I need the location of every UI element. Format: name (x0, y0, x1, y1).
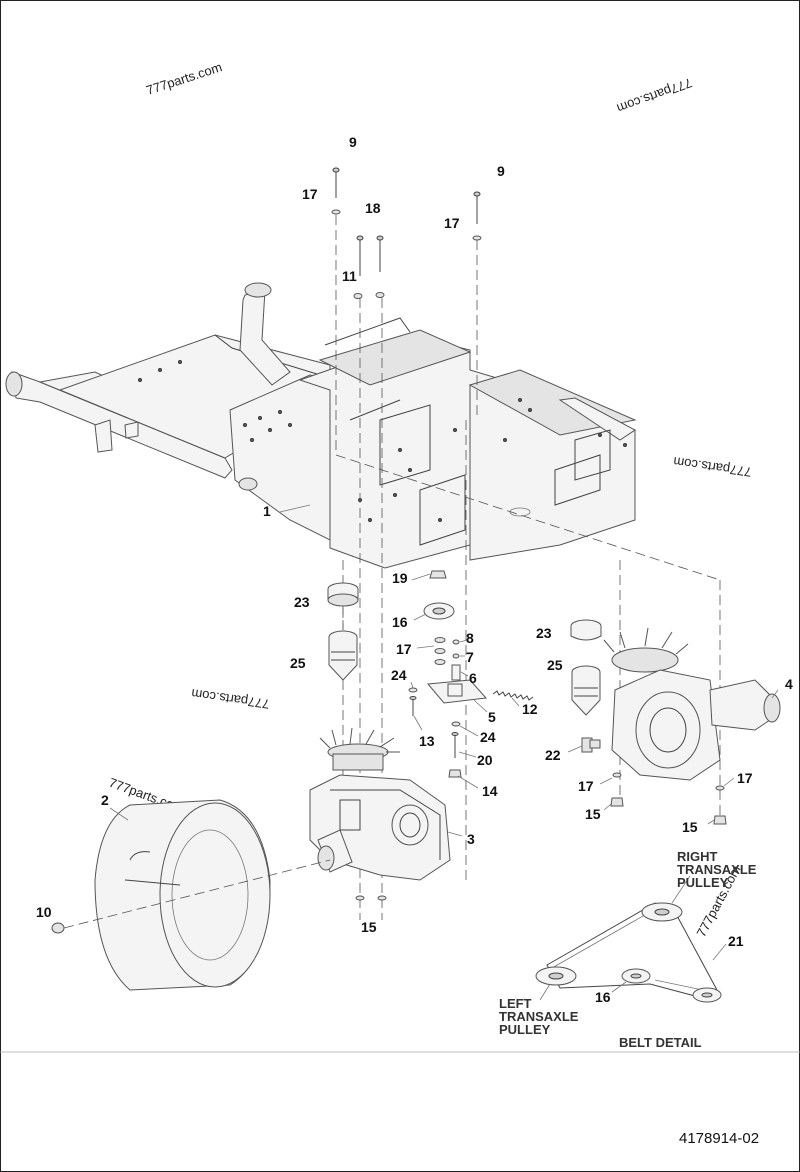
right-pulley-label: PULLEY (677, 875, 729, 890)
callout-23: 23 (536, 625, 552, 641)
callout-21: 21 (728, 933, 744, 949)
callout-17: 17 (396, 641, 412, 657)
right-pulley-label: RIGHT (677, 849, 718, 864)
callout-16: 16 (595, 989, 611, 1005)
callout-18: 18 (365, 200, 381, 216)
watermark: 777parts.com (144, 59, 224, 98)
left-pulley-label: TRANSAXLE (499, 1009, 579, 1024)
callout-24: 24 (391, 667, 407, 683)
left-transaxle (309, 727, 463, 901)
belt-detail-title: BELT DETAIL (619, 1035, 702, 1050)
callout-8: 8 (466, 630, 474, 646)
left-pulley-label: LEFT (499, 996, 532, 1011)
callout-10: 10 (36, 904, 52, 920)
callout-labels: 1 2 3 4 5 6 7 8 9 9 10 11 12 13 14 15 15… (36, 134, 793, 1005)
callout-7: 7 (466, 649, 474, 665)
left-pulley-label: PULLEY (499, 1022, 551, 1037)
right-transaxle (567, 627, 781, 825)
callout-17: 17 (302, 186, 318, 202)
right-fan-pulley-group (570, 619, 602, 753)
callout-22: 22 (545, 747, 561, 763)
watermark: 777parts.com (615, 75, 694, 116)
callout-11: 11 (342, 268, 357, 284)
drawing-part-number: 4178914-02 (679, 1130, 759, 1147)
watermark: 777parts.com (672, 454, 752, 480)
callout-24: 24 (480, 729, 496, 745)
callout-13: 13 (419, 733, 435, 749)
callout-20: 20 (477, 752, 493, 768)
frame-assembly (5, 282, 637, 569)
callout-5: 5 (488, 709, 496, 725)
callout-17: 17 (578, 778, 594, 794)
callout-15: 15 (682, 819, 698, 835)
belt-detail-illustration (535, 875, 727, 1003)
callout-3: 3 (467, 831, 475, 847)
callout-12: 12 (522, 701, 538, 717)
watermark: 777parts.com (190, 686, 270, 712)
right-pulley-label: TRANSAXLE (677, 862, 757, 877)
callout-4: 4 (785, 676, 793, 692)
belt-detail-captions: RIGHT TRANSAXLE PULLEY LEFT TRANSAXLE PU… (499, 849, 757, 1050)
callout-9: 9 (497, 163, 505, 179)
callout-15: 15 (585, 806, 601, 822)
callout-16: 16 (392, 614, 408, 630)
callout-1: 1 (263, 503, 271, 519)
callout-2: 2 (101, 792, 109, 808)
callout-25: 25 (547, 657, 563, 673)
callout-6: 6 (469, 670, 477, 686)
callout-17: 17 (444, 215, 460, 231)
callout-25: 25 (290, 655, 306, 671)
callout-14: 14 (482, 783, 498, 799)
callout-9: 9 (349, 134, 357, 150)
idler-assembly (408, 570, 534, 789)
callout-23: 23 (294, 594, 310, 610)
callout-19: 19 (392, 570, 408, 586)
callout-17: 17 (737, 770, 753, 786)
left-fan-pulley-group (327, 582, 359, 681)
callout-15: 15 (361, 919, 377, 935)
tire-assembly (51, 799, 331, 991)
